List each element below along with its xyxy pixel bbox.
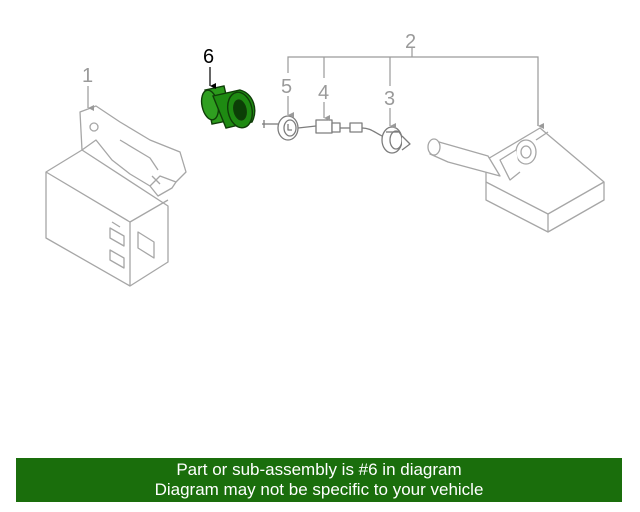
callout-6: 6 — [203, 46, 214, 68]
banner-line-part-number: Part or sub-assembly is #6 in diagram — [176, 460, 462, 479]
info-banner: Part or sub-assembly is #6 in diagram Di… — [16, 458, 622, 502]
callout-3: 3 — [384, 88, 395, 110]
sensor-part-5[interactable] — [262, 115, 299, 141]
banner-line-disclaimer: Diagram may not be specific to your vehi… — [154, 480, 484, 499]
leader-line-2 — [287, 56, 539, 126]
callout-4: 4 — [318, 82, 329, 104]
connector-part-4[interactable] — [297, 119, 383, 137]
callout-2: 2 — [405, 31, 416, 53]
combination-switch-part[interactable] — [427, 127, 605, 233]
leader-lines — [87, 48, 544, 129]
callout-5: 5 — [281, 76, 292, 98]
knob-part-6[interactable] — [199, 85, 256, 130]
control-module-part[interactable] — [45, 105, 187, 287]
sensor-part-3[interactable] — [381, 126, 411, 154]
callout-1: 1 — [82, 65, 93, 87]
